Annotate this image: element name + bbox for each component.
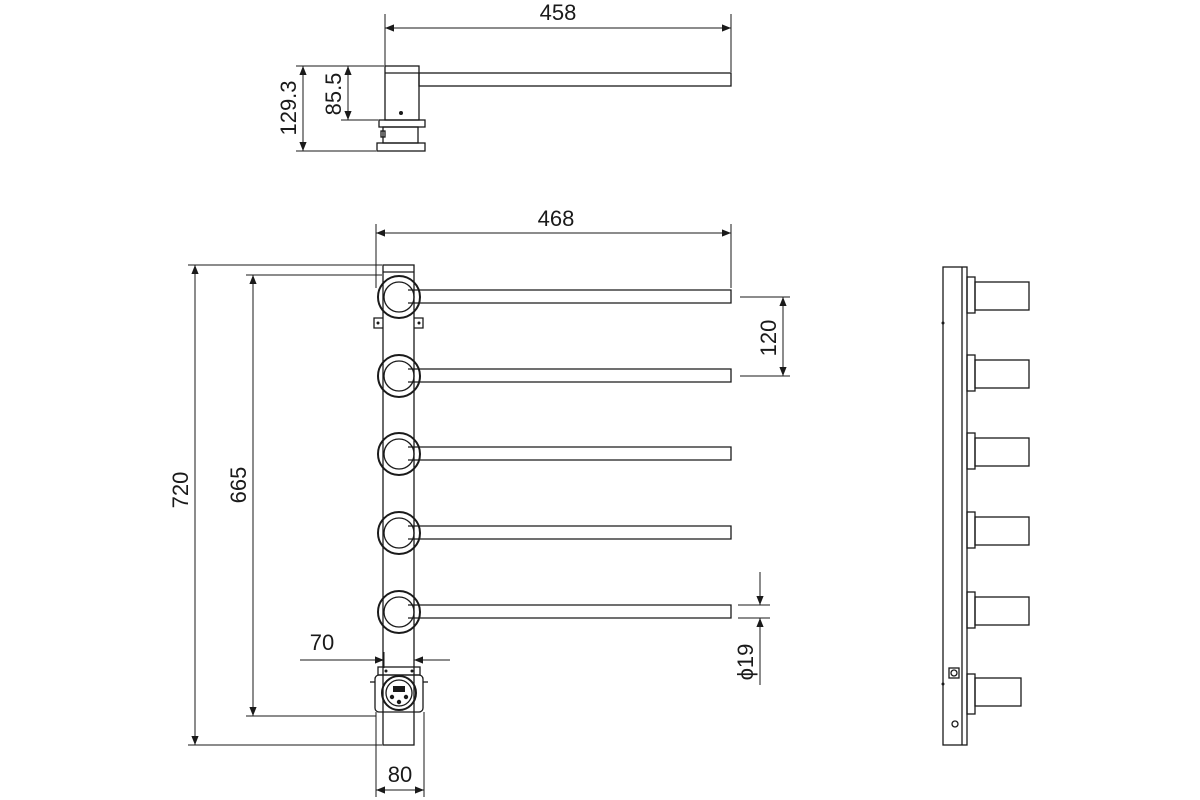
column <box>382 264 415 746</box>
side-bar-3 <box>966 432 1030 470</box>
bottom-mount <box>370 666 428 713</box>
side-bar-4 <box>966 511 1030 549</box>
dim-bar-diameter: ϕ19 <box>733 644 758 681</box>
dim-top-height-total: 129.3 <box>276 80 301 135</box>
top-view-flange <box>378 119 426 128</box>
dim-bar-span: 665 <box>226 467 251 504</box>
side-bar-2 <box>966 354 1030 392</box>
bar-4 <box>377 511 732 555</box>
side-bar-5 <box>966 591 1030 629</box>
side-bar-1 <box>966 276 1030 314</box>
top-view: 458 129.3 85.5 <box>276 0 732 152</box>
bar-1 <box>377 275 732 319</box>
bar-3 <box>377 432 732 476</box>
front-view: 468 720 665 120 ϕ19 70 80 <box>168 206 790 797</box>
bar-2 <box>377 354 732 398</box>
side-view <box>941 266 1030 746</box>
dim-top-length: 458 <box>540 0 577 25</box>
dim-base-width: 80 <box>388 762 412 787</box>
top-view-bar <box>418 72 732 87</box>
dim-bracket-offset: 70 <box>310 630 334 655</box>
bar-5 <box>377 590 732 634</box>
dim-total-height: 720 <box>168 472 193 509</box>
upper-bracket <box>373 317 424 329</box>
side-connector <box>941 667 1022 728</box>
dim-top-height-part: 85.5 <box>321 73 346 116</box>
dim-front-width: 468 <box>538 206 575 231</box>
dim-bar-spacing: 120 <box>756 320 781 357</box>
side-view-column <box>942 266 968 746</box>
